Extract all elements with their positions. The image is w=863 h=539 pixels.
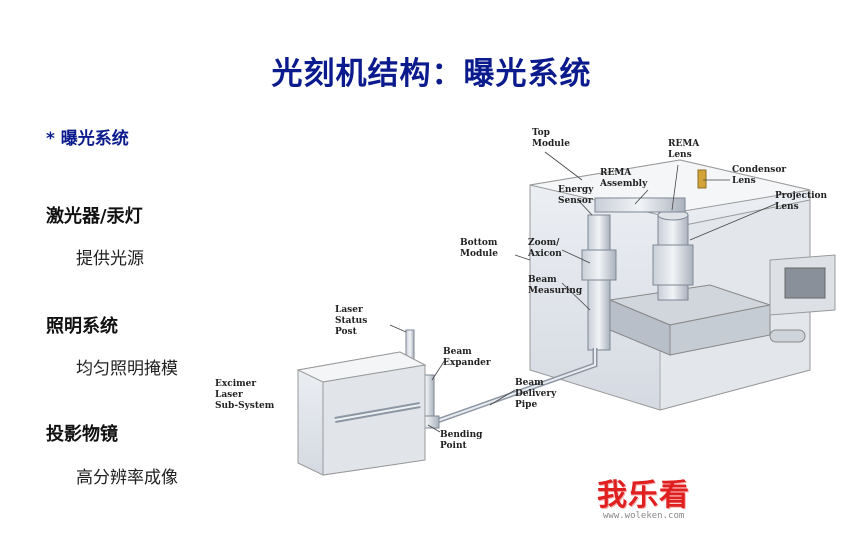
- main-cabinet: [529, 159, 836, 411]
- watermark-url: www.woleken.com: [603, 511, 685, 521]
- bullet-heading: * 曝光系统: [46, 129, 129, 149]
- section-sub-3: 高分辨率成像: [76, 468, 178, 488]
- label-zoom-axicon: Zoom/Axicon: [527, 238, 562, 259]
- left-text-panel: * 曝光系统 激光器/汞灯 提供光源 照明系统 均匀照明掩模 投影物镜 高分辨率…: [46, 124, 276, 488]
- section-heading-1: 激光器/汞灯: [46, 206, 143, 227]
- section-heading-3: 投影物镜: [46, 424, 118, 445]
- section-sub-2: 均匀照明掩模: [76, 359, 178, 379]
- watermark-logo: 我乐看 www.woleken.com: [597, 470, 747, 521]
- excimer-laser-box: [296, 351, 427, 476]
- leader-lines: [389, 151, 779, 433]
- section-heading-2: 照明系统: [46, 316, 118, 337]
- slide-title: 光刻机结构：曝光系统: [271, 56, 592, 92]
- section-sub-1: 提供光源: [76, 249, 144, 269]
- watermark-text: 我乐看: [597, 478, 690, 513]
